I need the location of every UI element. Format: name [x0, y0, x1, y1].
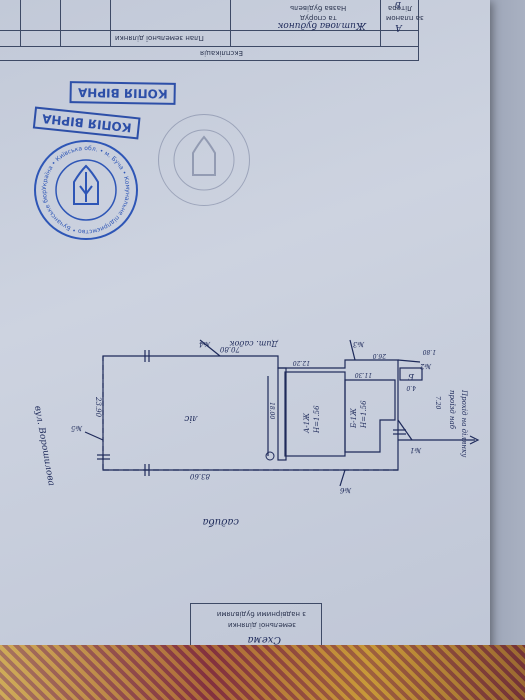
label-driveway: проїзд наб [448, 390, 456, 430]
dim-top: 70.80 [219, 345, 240, 353]
legend-line-3: з надвірними будівлями [216, 610, 306, 618]
point-n1: №1 [410, 446, 422, 454]
trident-icon [73, 164, 99, 205]
scheme-legend: Схема земельної ділянки з надвірними буд… [190, 603, 322, 650]
dim-bottom: 83.60 [189, 472, 210, 480]
dim-1130: 11.30 [355, 371, 372, 378]
label-house-b: Б-1Ж [350, 407, 358, 429]
seal-graphic: Україна • Київська обл. • м. Буча • Кому… [34, 137, 131, 235]
label-kindergarten: Дит. садок [230, 339, 279, 348]
label-yard: ліс [184, 413, 198, 423]
point-n2: №2 [419, 362, 432, 370]
official-seal: Україна • Київська обл. • м. Буча • Кому… [34, 137, 138, 240]
point-n4: №4 [199, 340, 211, 348]
point-n6: №6 [339, 486, 352, 494]
dim-1800: 18.00 [268, 402, 275, 419]
document-page: Експлікація План земельної ділянки Літер… [0, 0, 490, 668]
dim-4: 4.0 [406, 384, 417, 391]
label-house-a: А-1Ж [303, 412, 311, 434]
label-street: вул. Ворошилова [32, 405, 56, 487]
legend-line-2: земельної ділянки [227, 621, 296, 629]
point-n3: №3 [352, 340, 365, 348]
label-house-b-height: Н=1.56 [360, 400, 368, 429]
point-n5: №5 [70, 424, 83, 432]
embossed-trident-icon [173, 129, 235, 191]
dim-1220: 12.20 [293, 359, 310, 366]
dim-left: 23.90 [94, 396, 102, 418]
dim-b-marker: Б [408, 372, 415, 381]
background-fabric [0, 645, 525, 700]
dim-180: 1.80 [422, 348, 436, 355]
explication-table: Експлікація План земельної ділянки Літер… [0, 0, 424, 61]
dim-260: 26.0 [372, 352, 387, 359]
dim-720: 7.20 [434, 396, 441, 410]
embossed-seal [158, 114, 250, 206]
house-b-outline [344, 379, 396, 453]
label-estate: садиба [203, 516, 239, 527]
legend-title: Схема [247, 634, 281, 645]
label-house-a-height: Н=1.56 [313, 405, 321, 434]
plot-boundary [102, 355, 399, 471]
site-scheme: Дит. садок 70.80 садиба ліс 83.60 23.90 … [32, 339, 480, 527]
label-passage: Прохід на ділянку [460, 389, 468, 458]
